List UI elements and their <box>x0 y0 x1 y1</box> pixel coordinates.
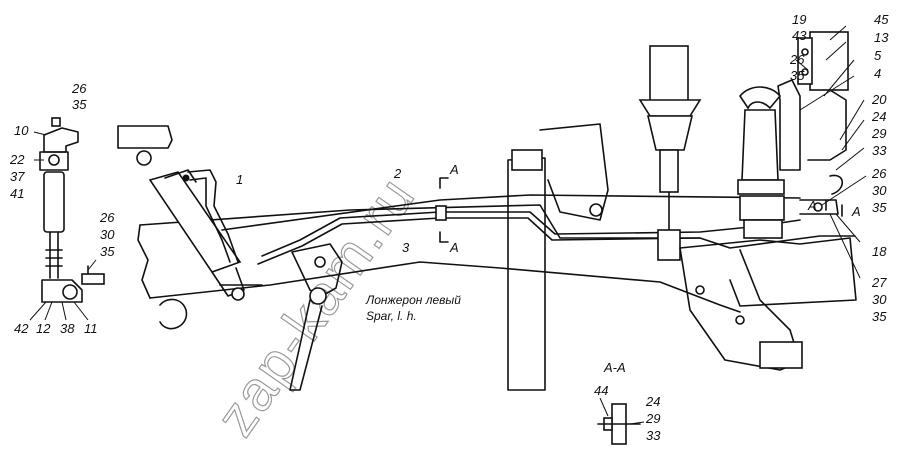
callout-26-b: 26 <box>99 210 115 225</box>
right-assembly <box>679 31 857 371</box>
callout-24-b: 24 <box>645 394 660 409</box>
callout-29-b: 29 <box>645 411 660 426</box>
section-title: A-A <box>603 360 626 375</box>
section-mark-a-mid: A <box>807 198 817 213</box>
callout-5: 5 <box>874 48 882 63</box>
callout-27: 27 <box>871 275 887 290</box>
callout-13: 13 <box>874 30 889 45</box>
callout-30-c: 30 <box>872 292 887 307</box>
spar-caption-en: Spar, l. h. <box>366 309 417 323</box>
callout-1: 1 <box>236 172 243 187</box>
callout-35-d: 35 <box>872 200 887 215</box>
callout-45: 45 <box>874 12 889 27</box>
callout-33: 33 <box>872 143 887 158</box>
callout-4: 4 <box>874 66 881 81</box>
callout-43: 43 <box>792 28 807 43</box>
callout-35-c: 35 <box>790 68 805 83</box>
callout-35: 35 <box>72 97 87 112</box>
callout-30: 30 <box>100 227 115 242</box>
callout-33-b: 33 <box>646 428 661 443</box>
section-mark-a-top: A <box>449 162 459 177</box>
right-leaders <box>795 25 867 279</box>
section-aa-inset <box>597 397 645 445</box>
left-cylinder-detail <box>39 117 105 303</box>
top-mount <box>638 45 702 261</box>
callout-24: 24 <box>871 109 886 124</box>
callout-26: 26 <box>71 81 87 96</box>
callout-2: 2 <box>393 166 402 181</box>
section-mark-a-right: A <box>851 204 861 219</box>
section-marks <box>439 177 843 243</box>
callout-35-e: 35 <box>872 309 887 324</box>
callout-11: 11 <box>84 321 98 336</box>
callout-3: 3 <box>402 240 410 255</box>
callout-20: 20 <box>871 92 887 107</box>
hydraulic-tubes <box>187 169 801 265</box>
callout-18: 18 <box>872 244 887 259</box>
callout-41: 41 <box>10 186 24 201</box>
vertical-column <box>507 123 609 391</box>
callout-42: 42 <box>14 321 29 336</box>
main-cylinder <box>117 125 263 301</box>
callout-19: 19 <box>792 12 806 27</box>
support-bracket <box>289 243 343 391</box>
callout-38: 38 <box>60 321 75 336</box>
callout-44: 44 <box>594 383 608 398</box>
spar-left <box>137 204 856 330</box>
callout-22: 22 <box>9 152 25 167</box>
callout-12: 12 <box>36 321 51 336</box>
callout-10: 10 <box>14 123 29 138</box>
callout-37: 37 <box>10 169 25 184</box>
callout-30-b: 30 <box>872 183 887 198</box>
callout-26-d: 26 <box>871 166 887 181</box>
callout-29: 29 <box>871 126 886 141</box>
left-leaders <box>29 131 97 321</box>
callout-35-b: 35 <box>100 244 115 259</box>
callout-26-c: 26 <box>789 52 805 67</box>
spar-caption-ru: Лонжерон левый <box>365 293 461 307</box>
section-mark-a-bottom: A <box>449 240 459 255</box>
